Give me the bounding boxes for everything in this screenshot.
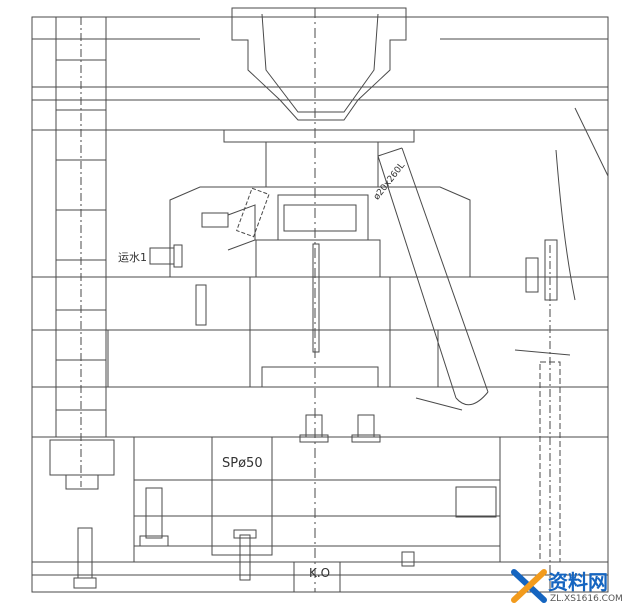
core-block — [249, 276, 391, 388]
core-insert — [265, 141, 379, 188]
knockout-label: K.O — [309, 566, 331, 580]
left-leader-bushing — [49, 439, 115, 476]
left-spacer-block — [31, 436, 135, 563]
sprue-bushing-label: SPø50 — [222, 456, 263, 471]
right-cooling-fitting — [544, 239, 558, 301]
bottom-left-screw — [77, 527, 93, 579]
watermark-title: 资料网 — [548, 570, 608, 594]
sprue-bushing-callout — [211, 436, 273, 556]
core-plate — [31, 276, 609, 388]
watermark-url: ZL.XS1616.COM — [550, 594, 623, 604]
ejector-retainer-plate — [133, 479, 501, 517]
center-ejector-pin — [312, 243, 320, 353]
right-spacer-block — [499, 436, 609, 563]
knockout-hole — [293, 561, 341, 593]
locating-ring — [223, 129, 415, 143]
screw — [195, 284, 207, 326]
ejector-plate — [133, 515, 501, 547]
water-line-label: 运水1 — [118, 251, 147, 264]
slider-block — [277, 194, 369, 241]
sprue-bushing — [231, 7, 407, 121]
top-clamp-plate — [31, 16, 609, 88]
watermark-logo: 资料网 ZL.XS1616.COM — [510, 564, 638, 610]
sprue-puller — [239, 534, 251, 581]
screw — [357, 414, 375, 438]
logo-mark-icon — [511, 569, 547, 603]
angled-lifter-rod — [377, 147, 489, 406]
support-plate — [31, 386, 609, 438]
screw — [305, 414, 323, 438]
